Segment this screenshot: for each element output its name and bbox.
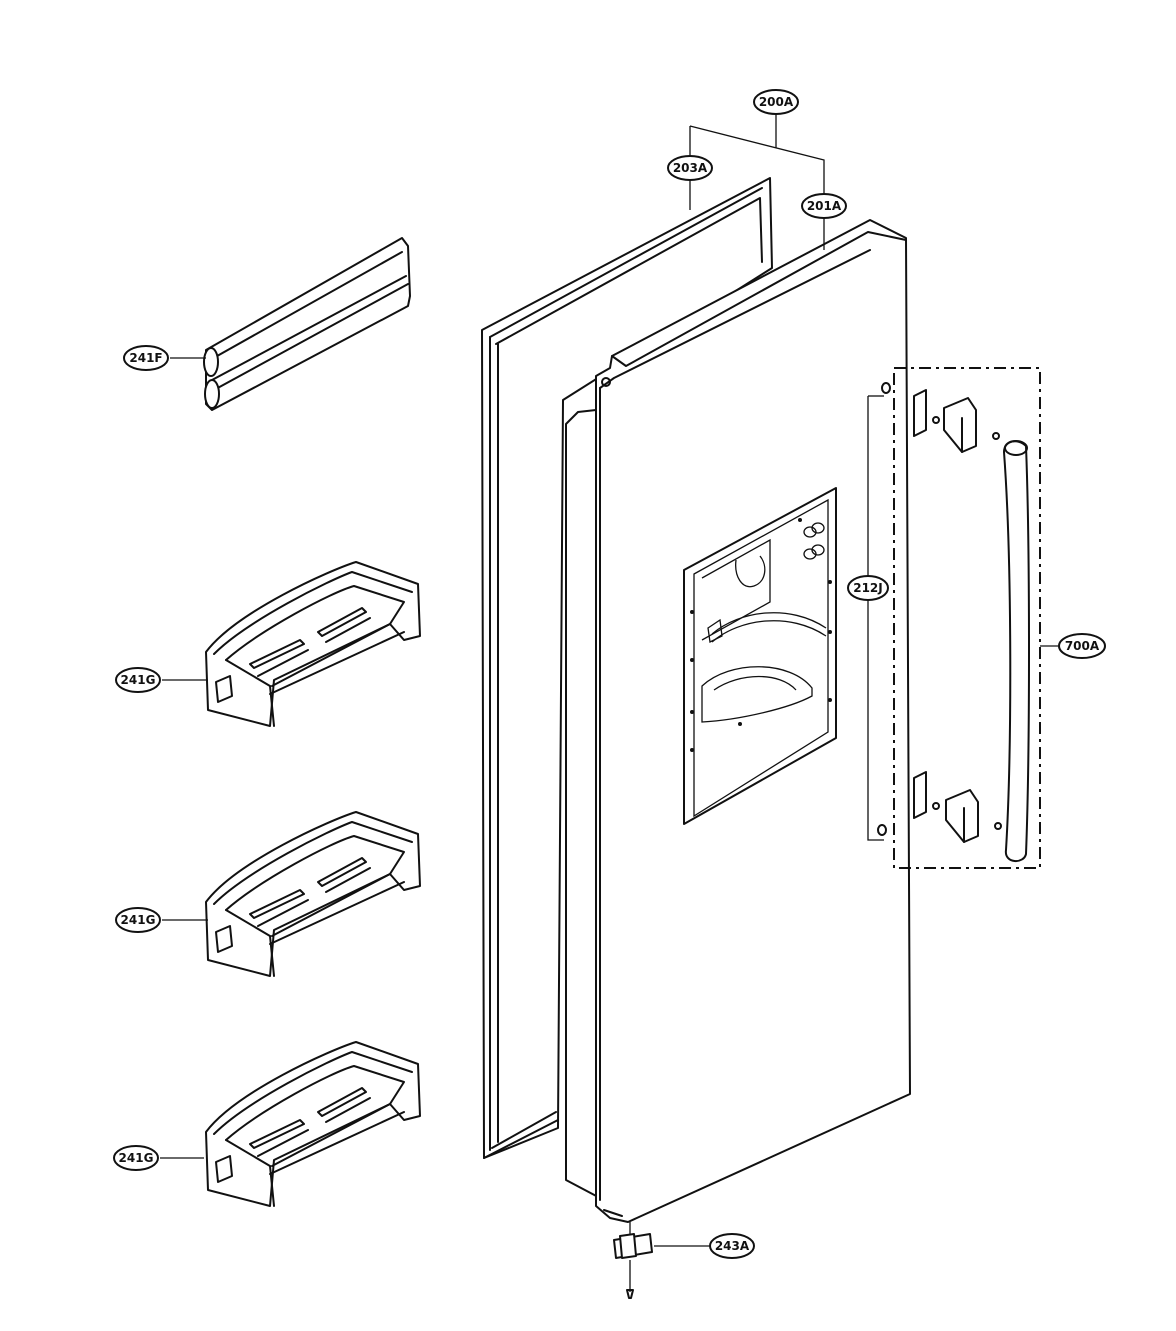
door-foam-assembly [565, 219, 911, 1223]
callout-200A: 200A [753, 89, 799, 115]
lower-hinge [613, 1222, 653, 1299]
callout-212J: 212J [847, 575, 889, 601]
door-basket-top [205, 561, 421, 727]
door-basket-bottom [205, 1041, 421, 1207]
label-241G-middle: 241G [121, 913, 156, 927]
callout-241G-bottom: 241G [113, 1145, 159, 1171]
label-243A: 243A [715, 1239, 750, 1253]
callout-241G-top: 241G [115, 667, 161, 693]
dairy-bin [203, 237, 411, 411]
door-gasket [481, 177, 773, 1159]
callout-243A: 243A [709, 1233, 755, 1259]
callout-203A: 203A [667, 155, 713, 181]
callout-241F: 241F [123, 345, 169, 371]
handle-assembly [893, 367, 1041, 869]
label-700A: 700A [1065, 639, 1100, 653]
cap-hinge-screws [867, 382, 891, 841]
label-241G-bottom: 241G [119, 1151, 154, 1165]
label-203A: 203A [673, 161, 708, 175]
callout-700A: 700A [1058, 633, 1106, 659]
label-241F: 241F [129, 351, 162, 365]
callout-201A: 201A [801, 193, 847, 219]
door-basket-middle [205, 811, 421, 977]
label-241G-top: 241G [121, 673, 156, 687]
label-200A: 200A [759, 95, 794, 109]
label-201A: 201A [807, 199, 842, 213]
label-212J: 212J [853, 581, 883, 595]
callout-241G-middle: 241G [115, 907, 161, 933]
